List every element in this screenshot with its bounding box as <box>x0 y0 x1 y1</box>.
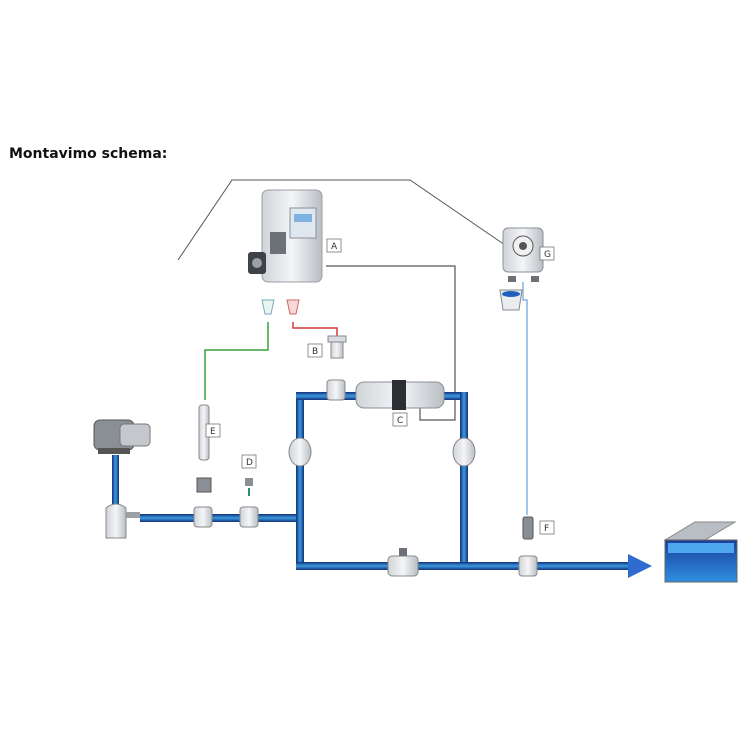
callout-lines <box>177 179 506 261</box>
pool <box>663 521 738 583</box>
svg-text:B: B <box>312 347 318 357</box>
probe-e <box>196 404 212 493</box>
label-e: E <box>205 423 221 438</box>
sand-filter <box>105 503 140 539</box>
svg-text:G: G <box>544 250 551 260</box>
green-probe-cable <box>204 322 269 400</box>
dosing-tube <box>522 282 528 515</box>
signal-cable <box>326 265 456 421</box>
diagram-title: Montavimo schema: <box>9 146 168 162</box>
probe-connectors <box>261 299 300 315</box>
probe-holders <box>193 379 538 577</box>
label-b: B <box>307 343 323 358</box>
label-d: D <box>241 454 257 469</box>
ball-valve <box>387 548 419 577</box>
red-probe-cable <box>292 322 338 338</box>
svg-text:F: F <box>544 524 549 534</box>
probe-b <box>327 335 347 359</box>
pool-pump <box>93 419 151 454</box>
pipework <box>112 392 652 578</box>
injector-d <box>245 478 253 496</box>
controller-unit <box>248 189 323 283</box>
label-c: C <box>392 412 408 427</box>
svg-text:A: A <box>331 242 338 252</box>
svg-text:E: E <box>210 427 216 437</box>
label-f: F <box>539 520 555 535</box>
check-valves <box>288 437 476 467</box>
svg-text:C: C <box>397 416 403 426</box>
svg-text:D: D <box>246 458 253 468</box>
electrolysis-cell-c <box>355 380 445 410</box>
dosing-pump-g <box>502 227 544 282</box>
label-a: A <box>326 238 342 253</box>
chemical-tank <box>499 289 523 311</box>
label-g: G <box>539 246 555 261</box>
